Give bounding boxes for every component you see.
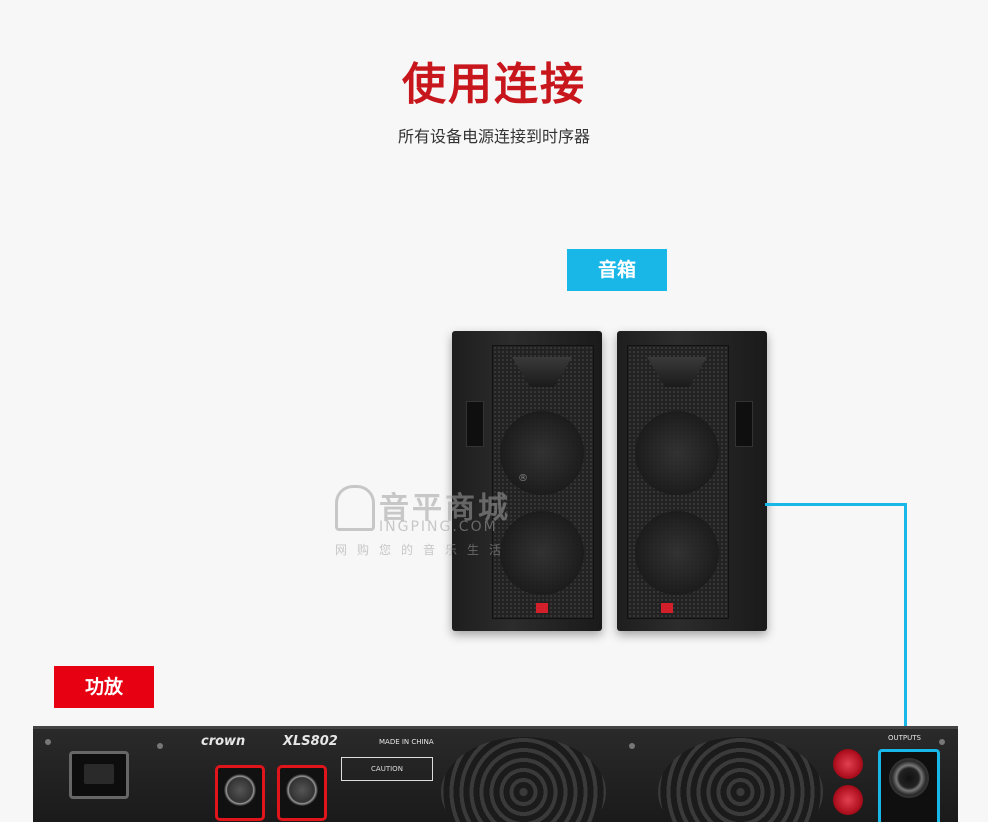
speaker-right xyxy=(617,331,767,631)
amp-brand: crown xyxy=(201,734,246,749)
jbl-logo-icon xyxy=(661,603,673,613)
registered-mark: ® xyxy=(518,473,528,484)
watermark-logo-icon xyxy=(335,485,375,531)
binding-post-icon xyxy=(833,749,863,779)
screw-icon xyxy=(629,743,635,749)
connection-wire-horizontal xyxy=(765,503,907,506)
speaker-handle xyxy=(735,401,753,447)
power-inlet-icon xyxy=(69,751,129,799)
speaker-woofer-top xyxy=(500,411,584,495)
screw-icon xyxy=(157,743,163,749)
amp-made-in: MADE IN CHINA xyxy=(379,738,434,746)
speakon-jack-icon xyxy=(889,758,929,798)
cooling-fan-icon xyxy=(441,737,606,822)
page-subtitle: 所有设备电源连接到时序器 xyxy=(397,127,590,146)
screw-icon xyxy=(45,739,51,745)
speaker-woofer-bottom xyxy=(500,511,584,595)
amplifier-label-tag: 功放 xyxy=(54,666,154,708)
xlr-input-highlight xyxy=(277,765,327,821)
speakon-output-highlight xyxy=(878,749,940,822)
binding-post-icon xyxy=(833,785,863,815)
screw-icon xyxy=(939,739,945,745)
xlr-jack-icon xyxy=(224,774,256,806)
caution-label: CAUTION xyxy=(341,757,433,781)
page-title: 使用连接 xyxy=(402,59,586,110)
speaker-handle xyxy=(466,401,484,447)
speaker-label-tag: 音箱 xyxy=(567,249,667,291)
speaker-woofer-bottom xyxy=(635,511,719,595)
jbl-logo-icon xyxy=(536,603,548,613)
cooling-fan-icon xyxy=(658,737,823,822)
amp-model: XLS802 xyxy=(283,734,338,749)
speaker-woofer-top xyxy=(635,411,719,495)
connection-wire-vertical xyxy=(904,503,907,749)
xlr-jack-icon xyxy=(286,774,318,806)
amplifier-back-panel: crown XLS802 MADE IN CHINA OUTPUTS CAUTI… xyxy=(33,726,958,822)
xlr-input-highlight xyxy=(215,765,265,821)
amp-outputs-label: OUTPUTS xyxy=(888,734,921,742)
speaker-left xyxy=(452,331,602,631)
